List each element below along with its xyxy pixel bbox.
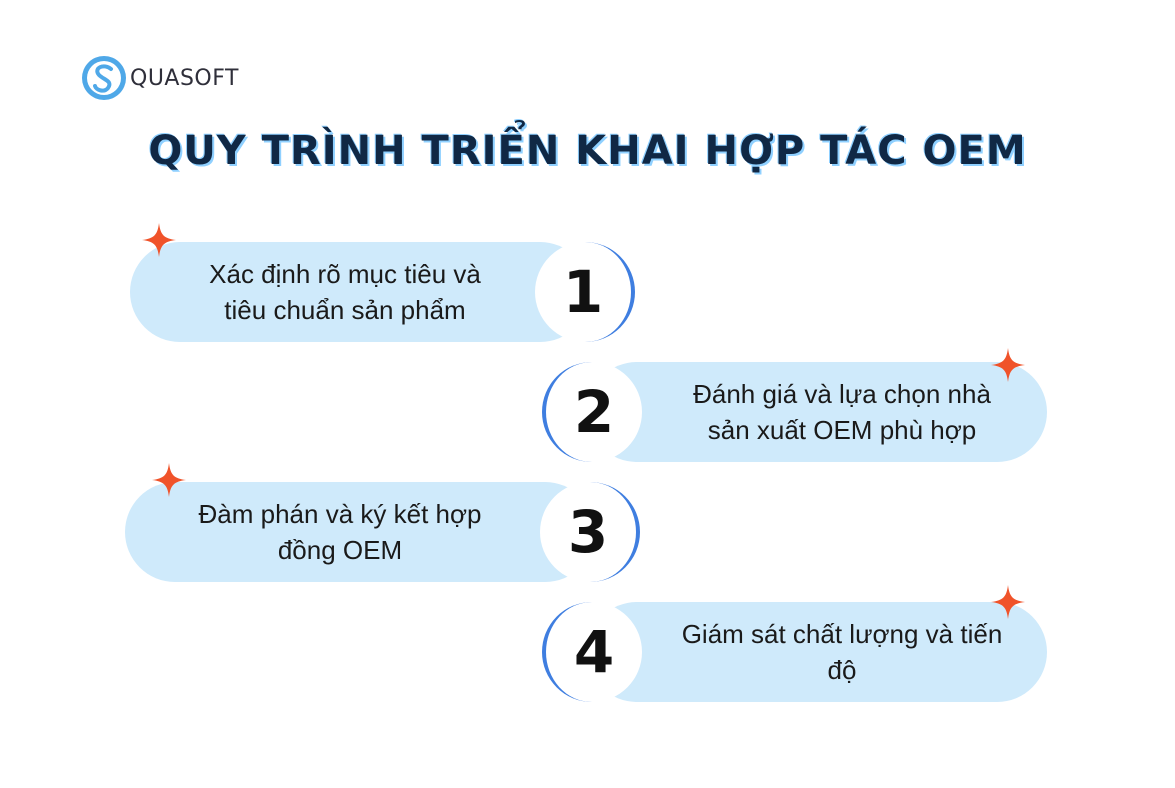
step-4: Giám sát chất lượng và tiến độ 4 [542,602,1047,702]
sparkle-icon [991,348,1025,382]
step-3-text: Đàm phán và ký kết hợp đồng OEM [198,499,482,565]
brand-name: QUASOFT [130,66,239,91]
step-1-label-box: Xác định rõ mục tiêu và tiêu chuẩn sản p… [130,242,590,342]
sparkle-icon [152,463,186,497]
step-3-number-badge: 3 [540,482,640,582]
step-4-number-badge: 4 [542,602,642,702]
brand-logo: QUASOFT [80,54,280,102]
step-2: Đánh giá và lựa chọn nhà sản xuất OEM ph… [542,362,1047,462]
step-3-number: 3 [567,498,609,566]
step-4-label-box: Giám sát chất lượng và tiến độ [587,602,1047,702]
step-1-number-badge: 1 [535,242,635,342]
step-3-label-box: Đàm phán và ký kết hợp đồng OEM [125,482,595,582]
step-4-text: Giám sát chất lượng và tiến độ [681,619,1003,685]
step-1-text: Xác định rõ mục tiêu và tiêu chuẩn sản p… [209,259,481,325]
step-2-text: Đánh giá và lựa chọn nhà sản xuất OEM ph… [693,379,991,445]
step-3: Đàm phán và ký kết hợp đồng OEM 3 [125,482,640,582]
step-2-number: 2 [573,378,615,446]
quasoft-logo-icon [82,56,126,100]
step-4-number: 4 [573,618,615,686]
sparkle-icon [142,223,176,257]
step-2-label-box: Đánh giá và lựa chọn nhà sản xuất OEM ph… [587,362,1047,462]
step-1: Xác định rõ mục tiêu và tiêu chuẩn sản p… [130,242,635,342]
step-1-number: 1 [562,258,604,326]
page-title: QUY TRÌNH TRIỂN KHAI HỢP TÁC OEM [148,128,1027,174]
sparkle-icon [991,585,1025,619]
step-2-number-badge: 2 [542,362,642,462]
